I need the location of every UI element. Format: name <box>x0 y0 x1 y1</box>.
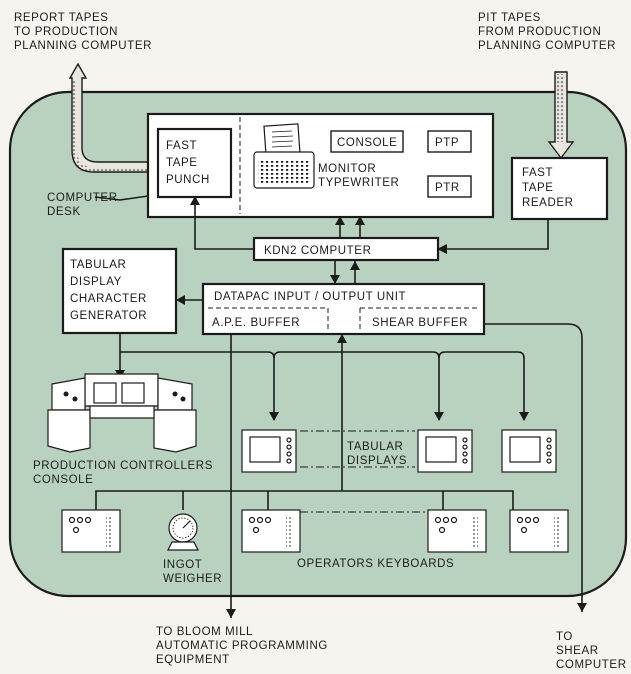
svg-text:DISPLAYS: DISPLAYS <box>347 455 407 467</box>
svg-text:COMPUTER: COMPUTER <box>556 659 627 671</box>
keyboard-icon <box>62 510 120 552</box>
shear-computer-label: TO SHEAR COMPUTER <box>556 631 627 671</box>
svg-text:AUTOMATIC PROGRAMMING: AUTOMATIC PROGRAMMING <box>156 640 328 652</box>
svg-text:READER: READER <box>522 197 574 209</box>
svg-text:TO PRODUCTION: TO PRODUCTION <box>14 26 118 38</box>
svg-text:WEIGHER: WEIGHER <box>163 573 222 585</box>
svg-text:INGOT: INGOT <box>163 559 202 571</box>
svg-text:TYPEWRITER: TYPEWRITER <box>318 177 399 189</box>
svg-text:FROM PRODUCTION: FROM PRODUCTION <box>478 26 601 38</box>
svg-text:CHARACTER: CHARACTER <box>70 293 147 305</box>
console-label: CONSOLE <box>337 137 397 149</box>
svg-text:MONITOR: MONITOR <box>318 163 376 175</box>
svg-text:TABULAR: TABULAR <box>70 259 126 271</box>
svg-text:TO BLOOM MILL: TO BLOOM MILL <box>156 626 253 638</box>
svg-text:TABULAR: TABULAR <box>347 441 403 453</box>
bloom-mill-label: TO BLOOM MILL AUTOMATIC PROGRAMMING EQUI… <box>156 626 328 666</box>
keyboard-icon <box>242 510 300 552</box>
svg-text:TO: TO <box>556 631 573 643</box>
svg-text:COMPUTER: COMPUTER <box>47 192 118 204</box>
svg-text:PLANNING COMPUTER: PLANNING COMPUTER <box>478 40 616 52</box>
svg-text:TAPE: TAPE <box>522 182 554 194</box>
tabular-display-icon <box>502 430 556 472</box>
svg-text:PIT TAPES: PIT TAPES <box>478 12 541 24</box>
keyboard-icon <box>428 510 486 552</box>
shear-buffer-label: SHEAR BUFFER <box>372 317 468 329</box>
svg-text:TAPE: TAPE <box>166 157 198 169</box>
svg-text:EQUIPMENT: EQUIPMENT <box>156 654 230 666</box>
svg-text:REPORT TAPES: REPORT TAPES <box>14 12 109 24</box>
svg-text:GENERATOR: GENERATOR <box>70 310 147 322</box>
svg-text:PRODUCTION CONTROLLERS: PRODUCTION CONTROLLERS <box>33 460 213 472</box>
svg-text:PLANNING COMPUTER: PLANNING COMPUTER <box>14 40 152 52</box>
ape-buffer-label: A.P.E. BUFFER <box>212 317 300 329</box>
kdn2-label: KDN2 COMPUTER <box>264 245 371 257</box>
ptp-label: PTP <box>435 137 459 149</box>
tabular-display-icon <box>242 430 296 472</box>
svg-text:DESK: DESK <box>47 206 81 218</box>
svg-text:FAST: FAST <box>522 167 553 179</box>
svg-text:FAST: FAST <box>166 140 197 152</box>
svg-text:DISPLAY: DISPLAY <box>70 276 122 288</box>
operators-keyboards-label: OPERATORS KEYBOARDS <box>297 558 454 570</box>
svg-text:PUNCH: PUNCH <box>166 174 210 186</box>
ptr-label: PTR <box>435 182 460 194</box>
tabular-display-icon <box>418 430 472 472</box>
report-tapes-label: REPORT TAPES TO PRODUCTION PLANNING COMP… <box>14 12 152 52</box>
datapac-label: DATAPAC INPUT / OUTPUT UNIT <box>214 291 406 303</box>
pit-tapes-label: PIT TAPES FROM PRODUCTION PLANNING COMPU… <box>478 12 616 52</box>
ingot-weigher-icon <box>168 514 198 550</box>
keyboard-icon <box>510 510 568 552</box>
svg-text:SHEAR: SHEAR <box>556 645 599 657</box>
svg-text:CONSOLE: CONSOLE <box>33 474 93 486</box>
